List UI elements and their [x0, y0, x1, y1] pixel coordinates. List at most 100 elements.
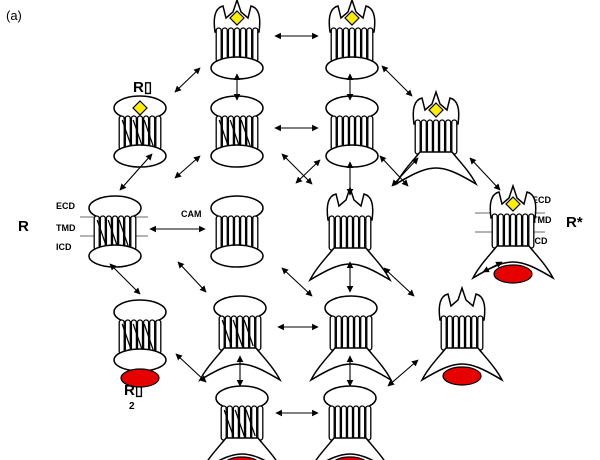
ecd-open: [438, 285, 486, 321]
receptor-r-ground: [88, 195, 142, 268]
tm-helix: [471, 315, 478, 351]
tm-helix: [155, 115, 162, 151]
icd-oval: [325, 56, 379, 80]
tm-helix: [361, 27, 368, 63]
tm-crosslink: [240, 119, 251, 147]
tm-helix: [328, 215, 335, 251]
transition-arrow: [109, 263, 141, 295]
tm-helix: [458, 315, 466, 351]
label-ecd-left: ECD: [56, 201, 76, 211]
tm-helix: [353, 315, 361, 351]
tm-crosslink: [96, 219, 107, 247]
tm-helix: [366, 315, 373, 351]
tm-helix: [224, 315, 231, 351]
tm-helix: [221, 27, 228, 63]
state-label-subscript: 2: [129, 401, 135, 412]
g-protein: [120, 368, 160, 388]
receptor-cam: [210, 195, 264, 268]
tm-helix: [361, 115, 368, 151]
transition-arrow: [177, 261, 207, 293]
tm-crosslink: [229, 119, 240, 147]
tm-helix: [93, 215, 100, 251]
tm-helix: [329, 315, 336, 351]
transition-arrow: [174, 155, 201, 179]
label-icd-right: ICD: [532, 236, 548, 246]
g-protein: [334, 456, 366, 460]
transition-arrow: [469, 157, 501, 191]
icd-wing: [309, 347, 393, 382]
tm-crosslink: [221, 319, 232, 347]
icd-wing: [420, 347, 504, 382]
icd-oval: [113, 348, 167, 372]
tm-helix: [118, 319, 125, 355]
transition-arrow: [281, 267, 313, 297]
icd-oval: [88, 244, 142, 268]
tm-helix: [359, 405, 366, 441]
tm-helix: [367, 27, 374, 63]
tm-crosslink: [132, 323, 143, 351]
tm-crosslink: [132, 119, 143, 147]
receptor-r-star: [471, 183, 555, 284]
tm-helix: [509, 213, 517, 249]
tm-crosslink: [143, 323, 154, 351]
tm-crosslink: [232, 319, 243, 347]
receptor-r-ligand: [113, 95, 167, 168]
label-icd-left: ICD: [56, 242, 72, 252]
tm-helix: [255, 315, 262, 351]
tm-helix: [451, 119, 458, 155]
tm-helix: [215, 115, 222, 151]
tm-helix: [218, 315, 225, 351]
tm-helix: [346, 215, 354, 251]
tm-crosslink: [121, 323, 132, 351]
tm-helix: [503, 213, 511, 249]
tm-helix: [464, 315, 472, 351]
tm-helix: [440, 315, 447, 351]
tm-helix: [221, 115, 228, 151]
tm-crosslink: [245, 409, 256, 437]
tm-helix: [528, 213, 535, 249]
receptor-top-left: [210, 0, 264, 80]
tm-helix: [477, 315, 484, 351]
ligand-diamond: [132, 100, 148, 116]
tm-helix: [515, 213, 523, 249]
tm-helix: [352, 215, 360, 251]
receptor-bottom-1: [207, 385, 277, 460]
tm-helix: [130, 215, 137, 251]
tm-helix: [215, 215, 222, 251]
tm-helix: [334, 405, 341, 441]
icd-oval: [210, 144, 264, 168]
tm-helix: [367, 115, 374, 151]
tm-helix: [365, 405, 372, 441]
tm-helix: [491, 213, 498, 249]
tm-crosslink: [121, 119, 132, 147]
transition-arrow: [387, 359, 419, 387]
tm-helix: [215, 27, 222, 63]
tm-helix: [118, 115, 125, 151]
tm-helix: [221, 215, 228, 251]
receptor-low-3: [420, 285, 504, 386]
tm-helix: [420, 119, 427, 155]
state-label-r-star: R*: [566, 214, 583, 231]
state-label-r-ligand: R▯: [133, 79, 152, 96]
tm-helix: [246, 27, 253, 63]
icd-wing: [471, 245, 555, 280]
tm-helix: [220, 405, 227, 441]
ligand-diamond: [505, 196, 521, 212]
tm-helix: [359, 215, 366, 251]
icd-wing: [207, 437, 277, 460]
state-label-r: R: [18, 218, 29, 235]
tm-helix: [330, 115, 337, 151]
label-ecd-right: ECD: [532, 195, 552, 205]
tm-helix: [340, 405, 348, 441]
tm-helix: [226, 405, 233, 441]
tm-helix: [341, 315, 349, 351]
tm-helix: [438, 119, 446, 155]
receptor-mid-2: [325, 95, 379, 168]
tm-helix: [252, 115, 259, 151]
label-tmd-right: TMD: [532, 215, 552, 225]
tm-helix: [365, 215, 372, 251]
tm-helix: [360, 315, 367, 351]
tm-helix: [328, 405, 335, 441]
icd-oval: [210, 244, 264, 268]
